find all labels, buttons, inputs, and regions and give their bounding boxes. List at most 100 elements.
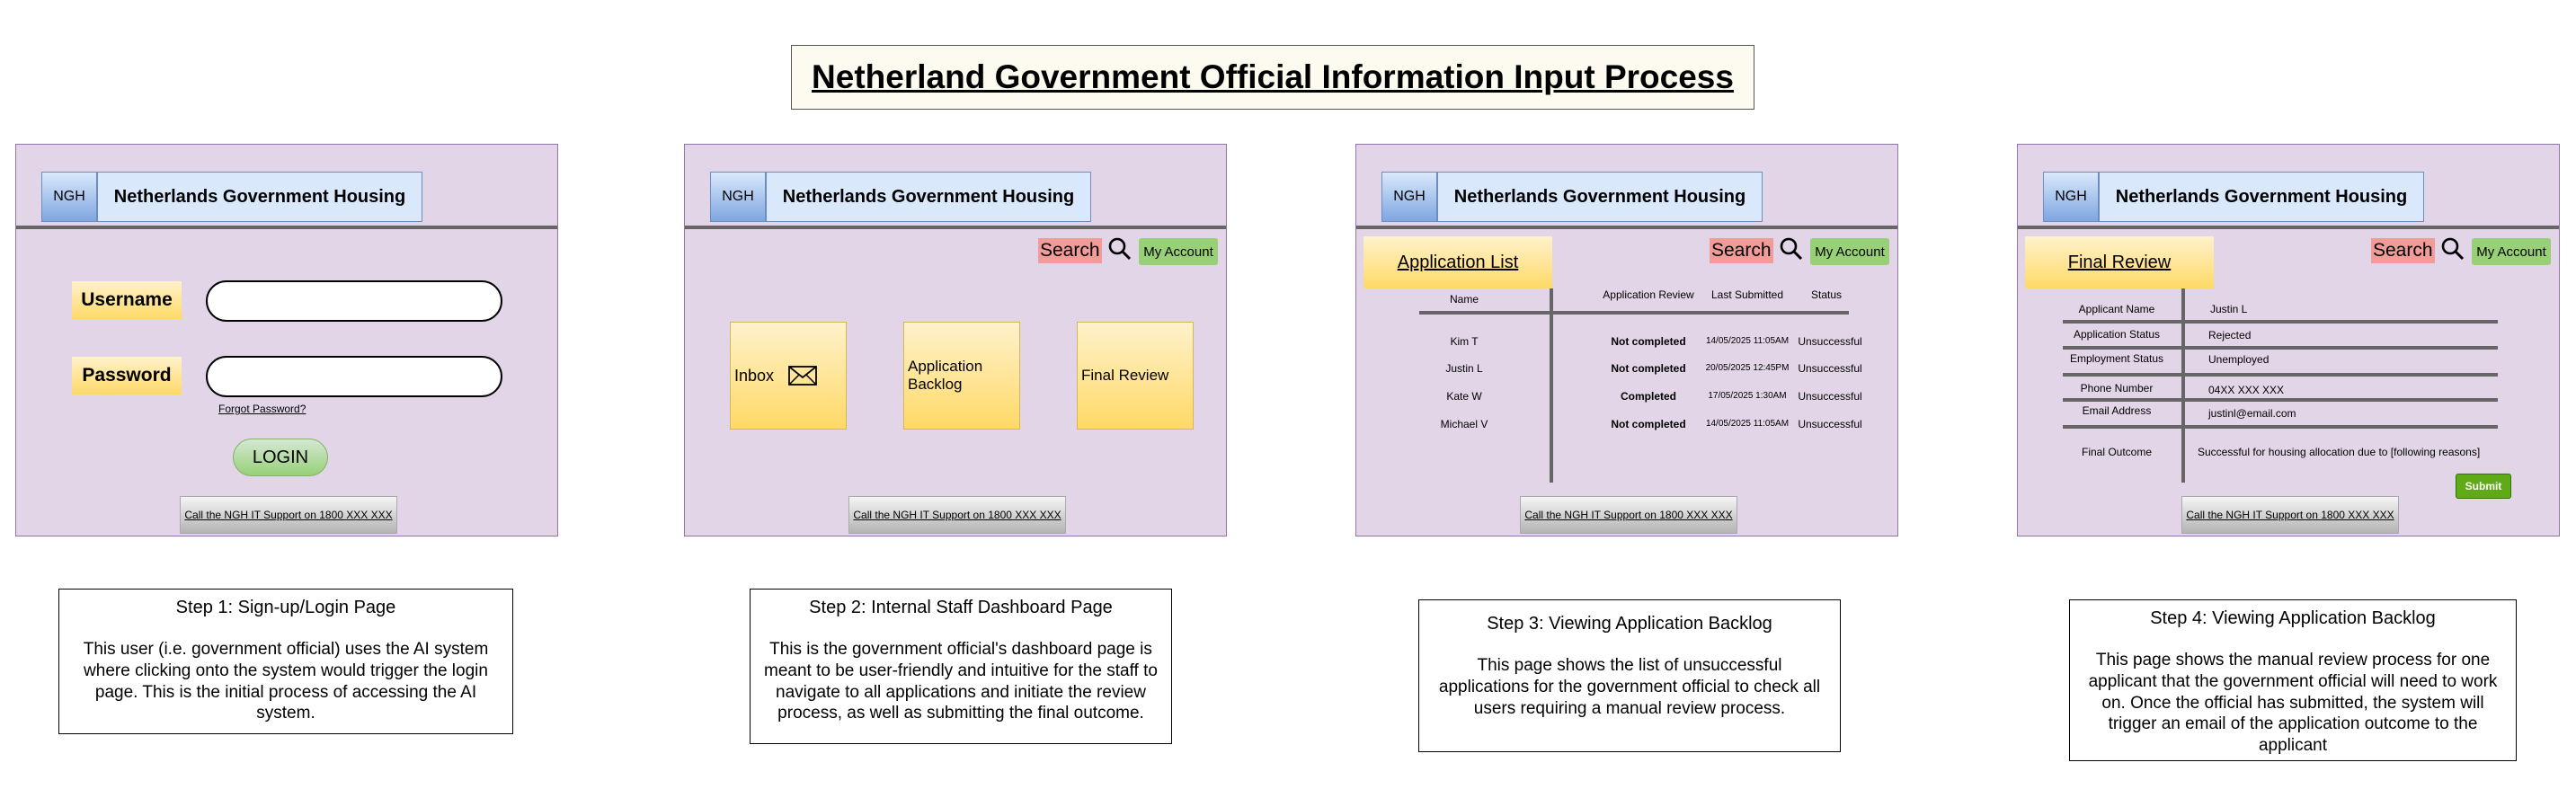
panel-login: NGH Netherlands Government Housing Usern… [15, 144, 558, 536]
form-row-divider [2063, 425, 2498, 429]
row-name: Michael V [1440, 418, 1488, 430]
diagram-title: Netherland Government Official Informati… [791, 45, 1754, 110]
step-heading: Step 1: Sign-up/Login Page [175, 598, 396, 617]
step-heading: Step 4: Viewing Application Backlog [2150, 608, 2436, 628]
row-submitted: 20/05/2025 12:45PM [1705, 363, 1790, 373]
step-body: This is the government official's dashbo… [764, 640, 1158, 723]
panel-dashboard: NGH Netherlands Government Housing Searc… [684, 144, 1227, 536]
final-review-title: Final Review [2025, 236, 2214, 288]
inbox-label: Inbox [734, 366, 775, 385]
login-button[interactable]: LOGIN [233, 439, 328, 476]
form-row-divider [2063, 346, 2498, 350]
step-body: This page shows the list of unsuccessful… [1438, 656, 1821, 718]
header-divider [2018, 226, 2559, 229]
field-value[interactable]: 04XX XXX XXX [2208, 384, 2285, 396]
col-header-name: Name [1449, 293, 1479, 306]
panel-application-list: NGH Netherlands Government Housing Searc… [1355, 144, 1898, 536]
my-account-button[interactable]: My Account [1139, 238, 1218, 265]
field-value[interactable]: Justin L [2210, 303, 2248, 315]
ngh-logo: NGH [710, 172, 766, 222]
col-header-status: Status [1810, 288, 1843, 301]
support-footer[interactable]: Call the NGH IT Support on 1800 XXX XXX [1520, 496, 1737, 534]
support-footer[interactable]: Call the NGH IT Support on 1800 XXX XXX [848, 496, 1066, 534]
step-3-description: Step 3: Viewing Application Backlog This… [1418, 599, 1841, 752]
row-submitted: 17/05/2025 1:30AM [1708, 391, 1787, 401]
step-2-description: Step 2: Internal Staff Dashboard Page Th… [750, 589, 1172, 744]
ngh-logo: NGH [41, 172, 97, 222]
ngh-logo: NGH [1381, 172, 1437, 222]
form-vertical-divider [2181, 288, 2185, 483]
support-footer[interactable]: Call the NGH IT Support on 1800 XXX XXX [180, 496, 397, 534]
search-icon[interactable] [1779, 236, 1804, 262]
table-row[interactable]: Justin L Not completed 20/05/2025 12:45P… [1356, 362, 1899, 380]
field-value[interactable]: Unemployed [2208, 353, 2270, 366]
search-label[interactable]: Search [2371, 238, 2435, 263]
col-header-review: Application Review [1603, 288, 1694, 301]
row-name: Kate W [1446, 390, 1482, 403]
password-label: Password [72, 357, 182, 395]
field-label: Employment Status [2069, 352, 2164, 365]
row-name: Justin L [1445, 362, 1483, 375]
row-review: Not completed [1611, 335, 1686, 348]
password-input[interactable] [206, 356, 502, 397]
field-label: Final Outcome [2081, 446, 2153, 458]
housing-header: Netherlands Government Housing [97, 172, 422, 222]
row-review: Completed [1620, 390, 1676, 403]
table-header-divider [1419, 311, 1849, 315]
search-icon[interactable] [2440, 236, 2465, 262]
table-row[interactable]: Kim T Not completed 14/05/2025 11:05AM U… [1356, 335, 1899, 353]
application-list-title: Application List [1364, 236, 1552, 288]
search-label[interactable]: Search [1710, 238, 1773, 263]
header-divider [685, 226, 1226, 229]
my-account-button[interactable]: My Account [2472, 238, 2551, 265]
table-vertical-divider [1550, 288, 1553, 483]
step-body: This page shows the manual review proces… [2088, 651, 2498, 755]
header-divider [1356, 226, 1897, 229]
col-header-submitted: Last Submitted [1710, 288, 1784, 301]
field-value[interactable]: Rejected [2208, 329, 2252, 341]
inbox-tile[interactable]: Inbox [730, 322, 847, 430]
field-label: Email Address [2082, 404, 2152, 417]
step-heading: Step 2: Internal Staff Dashboard Page [809, 598, 1113, 617]
row-status: Unsuccessful [1798, 418, 1862, 430]
ngh-logo: NGH [2043, 172, 2099, 222]
row-status: Unsuccessful [1798, 335, 1862, 348]
form-row-divider [2063, 373, 2498, 377]
final-review-label: Final Review [1081, 367, 1169, 384]
housing-header: Netherlands Government Housing [766, 172, 1091, 222]
row-submitted: 14/05/2025 11:05AM [1705, 336, 1790, 346]
row-status: Unsuccessful [1798, 390, 1862, 403]
final-review-tile[interactable]: Final Review [1077, 322, 1194, 430]
submit-button[interactable]: Submit [2456, 474, 2511, 499]
form-row-divider [2063, 320, 2498, 324]
diagram-title-text: Netherland Government Official Informati… [812, 58, 1734, 95]
search-label[interactable]: Search [1038, 238, 1102, 263]
table-row[interactable]: Kate W Completed 17/05/2025 1:30AM Unsuc… [1356, 390, 1899, 408]
row-submitted: 14/05/2025 11:05AM [1705, 419, 1790, 429]
step-body: This user (i.e. government official) use… [83, 640, 489, 723]
header-divider [16, 226, 557, 229]
form-row-divider [2063, 398, 2498, 402]
field-value[interactable]: justinl@email.com [2208, 407, 2296, 420]
field-label: Applicant Name [2078, 303, 2155, 315]
row-review: Not completed [1611, 362, 1686, 375]
application-backlog-tile[interactable]: Application Backlog [903, 322, 1020, 430]
field-value[interactable]: Successful for housing allocation due to… [2198, 446, 2481, 458]
step-1-description: Step 1: Sign-up/Login Page This user (i.… [58, 589, 513, 734]
username-input[interactable] [206, 280, 502, 322]
my-account-button[interactable]: My Account [1810, 238, 1889, 265]
forgot-password-link[interactable]: Forgot Password? [218, 403, 306, 415]
table-row[interactable]: Michael V Not completed 14/05/2025 11:05… [1356, 418, 1899, 436]
panel-final-review: NGH Netherlands Government Housing Searc… [2017, 144, 2560, 536]
envelope-icon [788, 366, 817, 386]
step-4-description: Step 4: Viewing Application Backlog This… [2069, 599, 2517, 761]
username-label: Username [72, 281, 182, 319]
support-footer[interactable]: Call the NGH IT Support on 1800 XXX XXX [2181, 496, 2399, 534]
row-status: Unsuccessful [1798, 362, 1862, 375]
row-review: Not completed [1611, 418, 1686, 430]
housing-header: Netherlands Government Housing [2099, 172, 2424, 222]
search-icon[interactable] [1107, 236, 1133, 262]
housing-header: Netherlands Government Housing [1437, 172, 1763, 222]
field-label: Phone Number [2080, 382, 2154, 395]
row-name: Kim T [1450, 335, 1479, 348]
